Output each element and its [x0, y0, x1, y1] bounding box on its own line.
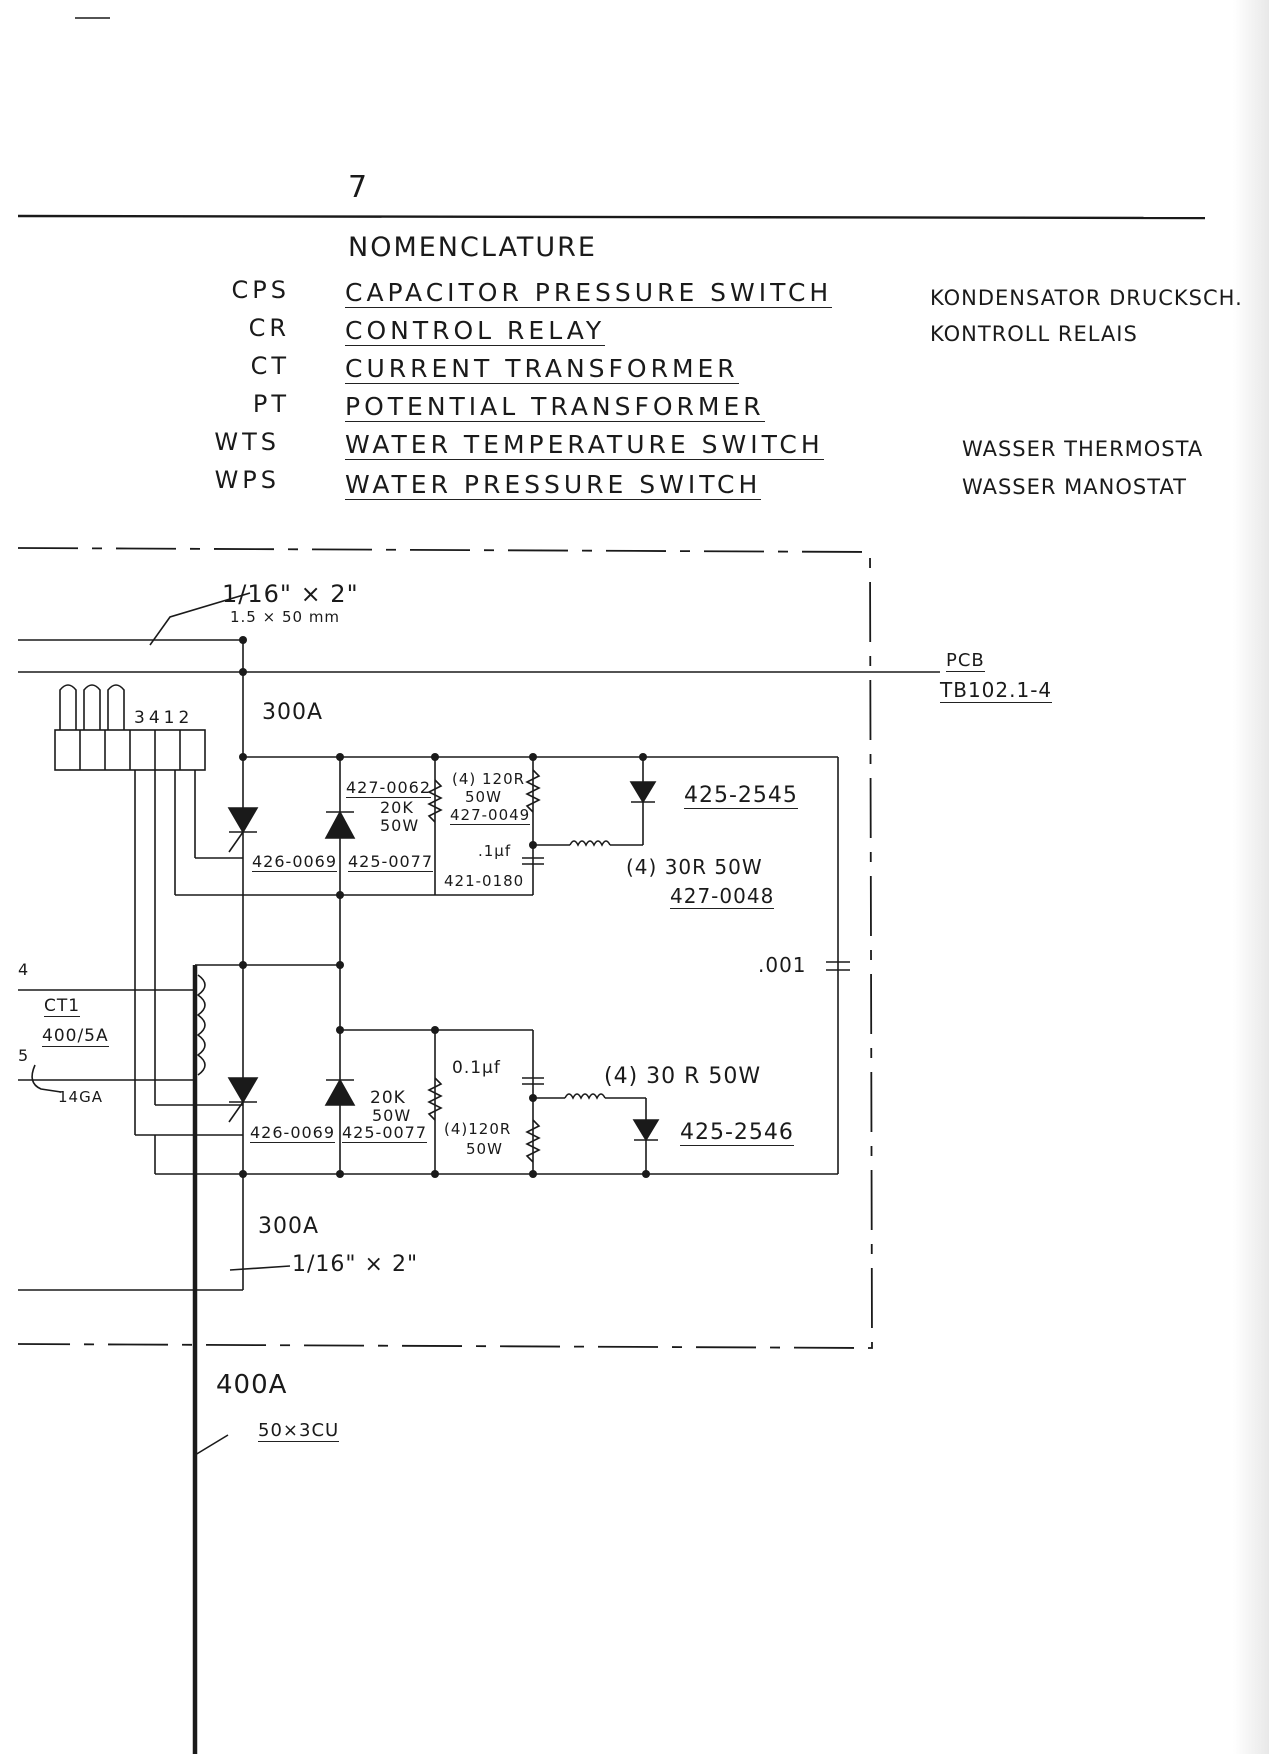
abbr-ct: CT [250, 352, 290, 380]
upper-resistor-power: 50W [380, 816, 420, 835]
lower-resistor [427, 1077, 443, 1121]
upper-load-res: (4) 30R 50W [626, 855, 763, 879]
desc-wts: WATER TEMPERATURE SWITCH [345, 430, 824, 460]
upper-snubber-res: (4) 120R [452, 770, 526, 788]
upper-right-diode-part: 425-2545 [684, 783, 798, 809]
header-rule [17, 214, 1206, 220]
current-top: 300A [262, 700, 324, 725]
german-cr: KONTROLL RELAIS [930, 322, 1138, 346]
nomenclature-heading: NOMENCLATURE [348, 232, 597, 263]
lower-snubber-resistor [525, 1119, 541, 1163]
abbr-wps: WPS [214, 466, 280, 494]
lower-resistor-power: 50W [372, 1106, 412, 1125]
german-cps: KONDENSATOR DRUCKSCH. [930, 286, 1243, 310]
page-number: 7 [348, 170, 368, 205]
enclosure-outline [17, 547, 873, 1349]
main-current: 400A [216, 1370, 288, 1400]
abbr-cr: CR [248, 314, 290, 342]
pcb-label: PCB [946, 650, 985, 672]
busbar-bottom-size: 1/16" × 2" [292, 1252, 419, 1277]
lower-load-resistor [564, 1093, 606, 1100]
current-bottom: 300A [258, 1214, 320, 1239]
abbr-cps: CPS [231, 276, 290, 304]
upper-resistor [427, 779, 443, 823]
upper-thyristor-part: 426-0069 [252, 852, 338, 872]
ct-terminal-5: 5 [18, 1046, 30, 1065]
german-wts: WASSER THERMOSTA [962, 437, 1204, 461]
upper-right-diode [629, 781, 657, 804]
desc-pt: POTENTIAL TRANSFORMER [345, 392, 765, 422]
upper-snubber-res-power: 50W [465, 788, 502, 806]
upper-load-resistor [569, 840, 611, 847]
upper-snubber-resistor [525, 769, 541, 813]
lower-snubber-res-power: 50W [466, 1140, 503, 1158]
scan-edge-shadow [1233, 0, 1269, 1754]
lower-thyristor [227, 1077, 259, 1104]
main-busbar-size: 50×3CU [258, 1420, 340, 1442]
lower-resistor-value: 20K [370, 1088, 406, 1108]
upper-diode [324, 810, 356, 839]
lower-right-diode-part: 425-2546 [680, 1120, 794, 1146]
abbr-pt: PT [252, 390, 290, 418]
desc-cps: CAPACITOR PRESSURE SWITCH [345, 278, 833, 308]
lower-diode-part: 425-0077 [342, 1123, 428, 1143]
desc-cr: CONTROL RELAY [345, 316, 606, 346]
pcb-terminal: TB102.1-4 [940, 678, 1053, 703]
busbar-top-mm: 1.5 × 50 mm [230, 608, 341, 626]
upper-snubber-cap: .1µf [478, 842, 512, 860]
ct-coil [196, 974, 206, 1076]
ct-name: CT1 [44, 996, 81, 1017]
lower-snubber-res: (4)120R [444, 1120, 512, 1138]
upper-snubber-res-part: 427-0049 [450, 806, 531, 825]
upper-resistor-value: 20K [380, 798, 414, 817]
desc-ct: CURRENT TRANSFORMER [345, 354, 739, 384]
lower-right-diode [632, 1119, 660, 1142]
lower-snubber-cap: 0.1µf [452, 1058, 501, 1078]
upper-diode-part: 425-0077 [348, 852, 434, 872]
terminal-numbers: 3412 [134, 708, 194, 728]
lower-load-res: (4) 30 R 50W [604, 1064, 762, 1089]
ct-wire: 14GA [58, 1088, 103, 1106]
lower-diode [324, 1078, 356, 1106]
upper-resistor-part: 427-0062 [346, 778, 432, 798]
german-wps: WASSER MANOSTAT [962, 475, 1187, 499]
ct-ratio: 400/5A [42, 1026, 109, 1047]
upper-load-res-part: 427-0048 [670, 884, 775, 909]
upper-thyristor [227, 807, 259, 834]
busbar-top-size: 1/16" × 2" [222, 580, 359, 608]
abbr-wts: WTS [214, 428, 280, 456]
upper-snubber-cap-part: 421-0180 [444, 872, 525, 890]
ct-terminal-4: 4 [18, 960, 30, 979]
lower-thyristor-part: 426-0069 [250, 1123, 336, 1143]
main-capacitor: .001 [758, 953, 807, 977]
desc-wps: WATER PRESSURE SWITCH [345, 470, 762, 500]
